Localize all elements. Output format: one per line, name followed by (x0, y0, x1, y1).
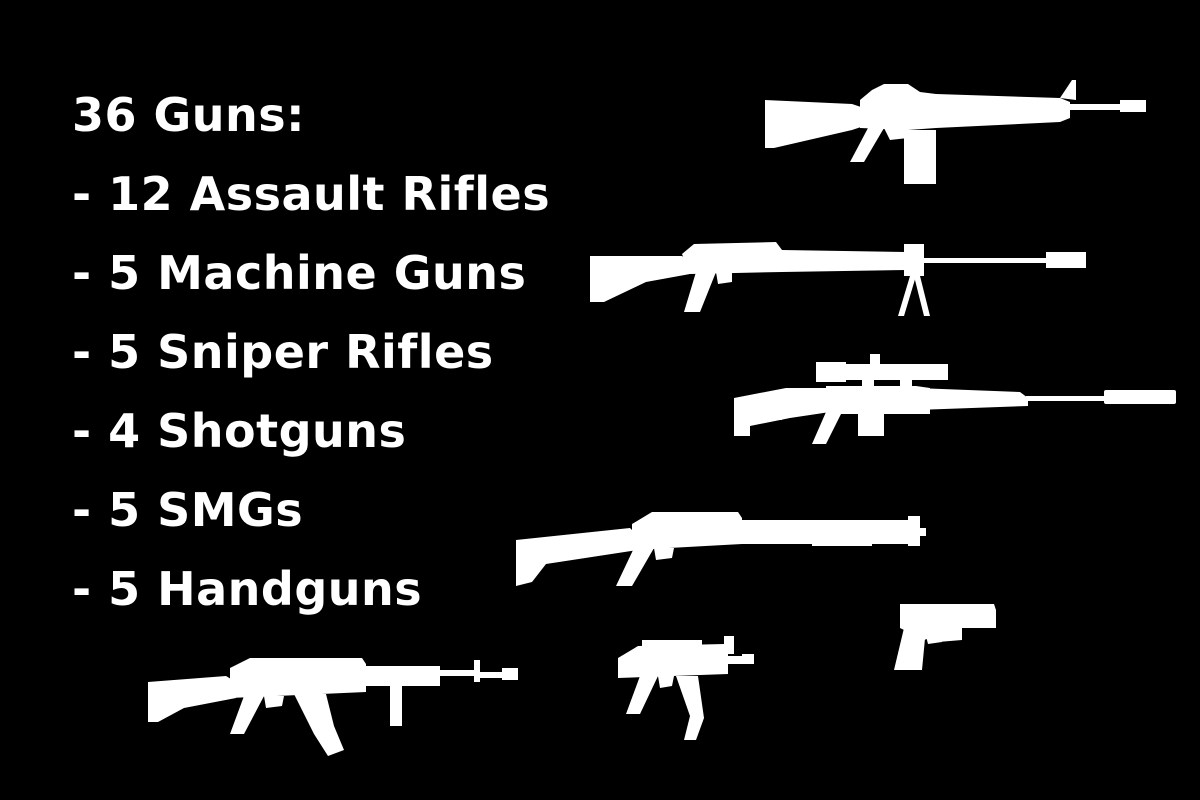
list-item-assault-rifles: - 12 Assault Rifles (72, 167, 551, 221)
machine-gun-icon (590, 242, 1086, 316)
list-item-shotguns: - 4 Shotguns (72, 404, 407, 458)
list-item-machine-guns: - 5 Machine Guns (72, 246, 527, 300)
smg-icon (618, 636, 754, 740)
sniper-rifle-icon (734, 354, 1176, 444)
assault-rifle-m16-icon (765, 80, 1146, 184)
handgun-icon (894, 604, 996, 670)
list-item-smgs: - 5 SMGs (72, 483, 304, 537)
gun-count-list: 36 Guns: - 12 Assault Rifles - 5 Machine… (72, 76, 550, 629)
list-item-sniper-rifles: - 5 Sniper Rifles (72, 325, 494, 379)
assault-rifle-ak-icon (148, 658, 518, 756)
list-item-handguns: - 5 Handguns (72, 562, 423, 616)
heading: 36 Guns: (72, 88, 306, 142)
shotgun-icon (516, 512, 926, 586)
